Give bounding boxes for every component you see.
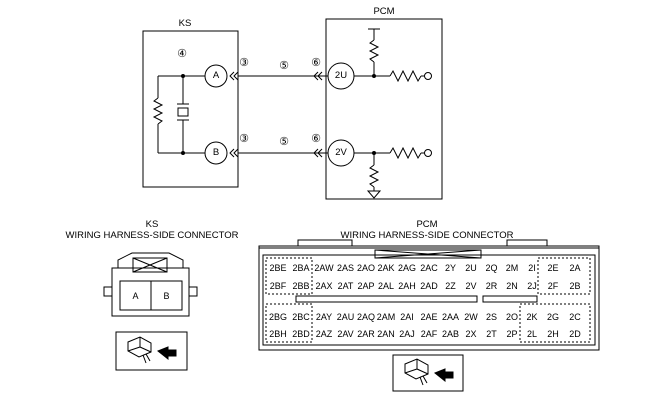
pcm-pin: 2I xyxy=(528,263,536,273)
pcm-pin: 2BD xyxy=(292,329,310,339)
ks-terminal-b xyxy=(204,141,228,165)
pcm-pin: 2Z xyxy=(445,281,456,291)
pcm-pin: 2AM xyxy=(376,312,396,322)
pcm-connector-title: PCM xyxy=(416,219,438,230)
ks-terminal-a xyxy=(204,64,228,88)
callout-5-lower: ⑤ xyxy=(279,136,289,148)
pcm-pin: 2T xyxy=(486,329,497,339)
pcm-pin: 2X xyxy=(465,329,477,339)
pcm-pin: 2AY xyxy=(315,312,333,322)
pcm-harness-view-icon xyxy=(392,354,464,392)
pcm-pin: 2AK xyxy=(377,263,395,273)
pcm-pin: 2AF xyxy=(420,329,438,339)
pcm-pin: 2AO xyxy=(356,263,375,273)
pcm-connector-guides xyxy=(265,257,591,343)
pcm-pin: 2BF xyxy=(269,281,287,291)
pcm-pin: 2E xyxy=(547,263,559,273)
pcm-pin: 2P xyxy=(506,329,518,339)
ks-connector-face xyxy=(103,252,198,317)
pcm-pin: 2AR xyxy=(357,329,375,339)
pcm-pin: 2AD xyxy=(420,281,438,291)
ks-box xyxy=(142,30,239,188)
harness-wires xyxy=(229,71,328,158)
pcm-pin: 2BA xyxy=(292,263,310,273)
ks-connector-subtitle: WIRING HARNESS-SIDE CONNECTOR xyxy=(65,230,239,241)
pcm-pin: 2U xyxy=(465,263,477,273)
callout-6-lower: ⑥ xyxy=(311,133,321,145)
pcm-pin: 2AL xyxy=(377,281,394,291)
pcm-pin: 2BE xyxy=(269,263,287,273)
ks-label: KS xyxy=(178,18,192,29)
pcm-pin: 2AN xyxy=(377,329,395,339)
ks-connector-title: KS xyxy=(145,219,159,230)
pcm-pin: 2Q xyxy=(485,263,498,273)
callout-3-upper: ③ xyxy=(239,57,249,69)
pcm-connector-face xyxy=(258,239,600,351)
pcm-pin: 2Y xyxy=(444,263,456,273)
pcm-pin: 2N xyxy=(506,281,518,291)
pcm-pin: 2AH xyxy=(398,281,416,291)
ks-internal-circuit xyxy=(152,75,205,154)
pcm-pin: 2R xyxy=(485,281,498,291)
pcm-pin: 2V xyxy=(465,281,477,291)
pcm-pin: 2AQ xyxy=(356,312,375,322)
pcm-pin: 2G xyxy=(546,312,559,322)
pcm-pin: 2D xyxy=(569,329,581,339)
pcm-box xyxy=(325,18,443,200)
pcm-pin: 2J xyxy=(527,281,537,291)
pcm-pin: 2AI xyxy=(400,312,414,322)
pcm-output-terminal-1 xyxy=(424,72,432,80)
pcm-pin: 2AJ xyxy=(399,329,415,339)
pcm-pin: 2A xyxy=(569,263,581,273)
pcm-pin: 2AA xyxy=(441,312,459,322)
pcm-pin: 2B xyxy=(569,281,581,291)
pcm-pin: 2W xyxy=(464,312,478,322)
pcm-pin: 2AV xyxy=(337,329,354,339)
pcm-pin: 2BB xyxy=(292,281,310,291)
callout-5-upper: ⑤ xyxy=(279,60,289,72)
pcm-pin: 2L xyxy=(526,329,537,339)
pcm-pin: 2AB xyxy=(441,329,459,339)
pcm-pin: 2M xyxy=(505,263,519,273)
pcm-pin: 2BC xyxy=(292,312,310,322)
pcm-pin: 2AT xyxy=(337,281,354,291)
pcm-pin: 2AW xyxy=(314,263,334,273)
ks-harness-view-icon xyxy=(115,331,188,371)
pcm-pin: 2AS xyxy=(336,263,354,273)
pcm-pin: 2AP xyxy=(357,281,375,291)
callout-6-upper: ⑥ xyxy=(311,57,321,69)
ks-pin-a: A xyxy=(132,291,139,301)
pcm-pin: 2AG xyxy=(397,263,416,273)
pcm-pin: 2K xyxy=(526,312,538,322)
ks-terminal-b-label: B xyxy=(212,147,220,158)
pcm-label: PCM xyxy=(373,6,395,17)
ks-terminal-a-label: A xyxy=(212,70,220,81)
pcm-pin: 2F xyxy=(547,281,559,291)
pcm-pin: 2AC xyxy=(420,263,438,273)
pcm-connector-subtitle: WIRING HARNESS-SIDE CONNECTOR xyxy=(340,230,514,241)
pcm-pin: 2AE xyxy=(420,312,438,322)
pcm-pin: 2S xyxy=(485,312,497,322)
pcm-output-terminal-2 xyxy=(424,149,432,157)
pcm-pin: 2BG xyxy=(268,312,287,322)
ks-pin-b: B xyxy=(163,291,170,301)
pcm-internal-circuit xyxy=(354,28,425,199)
pcm-pin: 2H xyxy=(547,329,559,339)
pcm-pin: 2AZ xyxy=(315,329,333,339)
pcm-pin: 2O xyxy=(505,312,518,322)
pcm-terminal-2v-label: 2V xyxy=(335,147,347,158)
pcm-pin: 2AX xyxy=(315,281,333,291)
pcm-pin: 2C xyxy=(569,312,581,322)
callout-4: ④ xyxy=(177,48,187,60)
callout-3-lower: ③ xyxy=(239,133,249,145)
pcm-pin: 2BH xyxy=(269,329,287,339)
pcm-pin: 2AU xyxy=(336,312,355,322)
pcm-terminal-2u-label: 2U xyxy=(334,70,348,81)
